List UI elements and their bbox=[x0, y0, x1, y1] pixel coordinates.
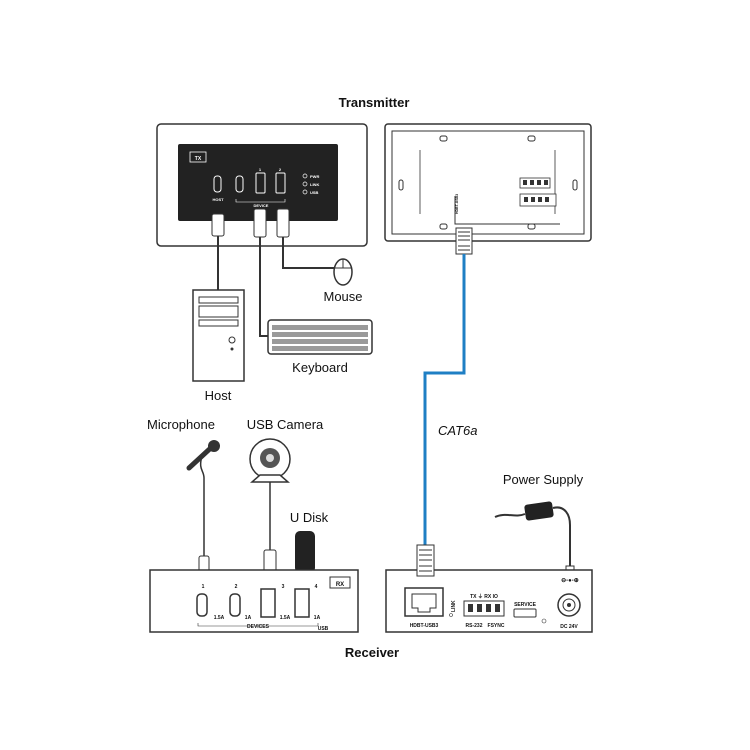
device-usb-a-port-2 bbox=[275, 172, 286, 194]
rx-hdbt-label: HDBT-USB3 bbox=[410, 623, 439, 629]
power-supply-icon bbox=[494, 501, 575, 577]
keyboard-usb-plug bbox=[253, 208, 268, 337]
rx-service-port bbox=[513, 608, 537, 618]
usb-camera-icon bbox=[249, 438, 291, 550]
rx-rs232-label: RS-232 bbox=[466, 623, 483, 629]
microphone-label: Microphone bbox=[147, 417, 215, 432]
usb-led-icon bbox=[302, 189, 308, 195]
tx-wall-plate-front: TX HOST 1 2 DEVICE PWR LINK USB bbox=[156, 123, 368, 247]
rx-service-label: SERVICE bbox=[514, 602, 537, 608]
rx-port-3-current: 1.5A bbox=[280, 615, 291, 621]
receiver-left-panel: RX 1 2 3 4 1.5A 1A 1.5A 1A DEVICES USB bbox=[149, 569, 359, 633]
microphone-icon bbox=[186, 440, 220, 556]
power-supply-label: Power Supply bbox=[503, 472, 584, 487]
tx-led-pwr-label: PWR bbox=[310, 174, 319, 179]
rx-usb-a-port-4 bbox=[294, 588, 310, 618]
rx-usb-c-port-2 bbox=[229, 593, 241, 617]
link-led-icon bbox=[302, 181, 308, 187]
tx-back-hdbt-label: HDBT-USB3 bbox=[455, 194, 459, 214]
host-connection bbox=[211, 213, 225, 290]
rx-power-led-icon bbox=[541, 618, 547, 624]
rx-dc-label: DC 24V bbox=[560, 624, 578, 630]
u-disk-label: U Disk bbox=[290, 510, 329, 525]
tx-port-1-label: 1 bbox=[259, 167, 262, 172]
rx-usb-c-port-1 bbox=[196, 593, 208, 617]
mouse-label: Mouse bbox=[323, 289, 362, 304]
rx-terminal-top-label: TX ⏚ RX IO bbox=[470, 593, 498, 600]
keyboard-icon bbox=[267, 319, 373, 355]
rx-link-label: LINK bbox=[451, 600, 457, 612]
cat6a-cable bbox=[423, 254, 466, 545]
rx-port-2-number: 2 bbox=[235, 584, 238, 590]
dc-polarity-icon: ⊖-●-⊕ bbox=[561, 578, 579, 584]
tx-led-link-label: LINK bbox=[310, 182, 319, 187]
mouse-usb-plug bbox=[276, 208, 335, 269]
rx-devices-label: DEVICES bbox=[247, 624, 270, 630]
rx-port-3-number: 3 bbox=[282, 584, 285, 590]
device-usb-c-port bbox=[235, 175, 244, 193]
rx-fsync-label: FSYNC bbox=[488, 623, 505, 629]
mouse-icon bbox=[333, 258, 353, 286]
tx-badge: TX bbox=[195, 156, 202, 162]
transmitter-title: Transmitter bbox=[339, 95, 410, 110]
receiver-title: Receiver bbox=[345, 645, 399, 660]
receiver-right-panel: HDBT-USB3 LINK TX ⏚ RX IO RS-232 FSYNC S… bbox=[385, 569, 593, 633]
tx-port-2-label: 2 bbox=[279, 167, 282, 172]
rx-hdbt-port bbox=[404, 587, 444, 617]
rx-usb-a-port-3 bbox=[260, 588, 276, 618]
rx-badge: RX bbox=[336, 582, 344, 588]
rx-port-4-current: 1A bbox=[314, 615, 321, 621]
host-label: Host bbox=[205, 388, 232, 403]
rx-usb-label: USB bbox=[318, 626, 329, 632]
keyboard-label: Keyboard bbox=[292, 360, 348, 375]
rx-link-led-icon bbox=[449, 613, 453, 617]
device-usb-a-port-1 bbox=[255, 172, 266, 194]
power-led-icon bbox=[302, 173, 308, 179]
host-port-label: HOST bbox=[212, 197, 224, 202]
cable-label: CAT6a bbox=[438, 423, 478, 438]
rx-port-2-current: 1A bbox=[245, 615, 252, 621]
host-computer-icon bbox=[192, 289, 245, 382]
rx-terminal-block bbox=[463, 600, 505, 617]
host-usb-c-port bbox=[213, 175, 222, 193]
usb-camera-label: USB Camera bbox=[247, 417, 324, 432]
rx-port-1-number: 1 bbox=[202, 584, 205, 590]
rx-port-1-current: 1.5A bbox=[214, 615, 225, 621]
tx-wall-plate-back: HDBT-USB3 bbox=[384, 123, 592, 255]
tx-led-usb-label: USB bbox=[310, 190, 319, 195]
tx-device-label: DEVICE bbox=[254, 203, 269, 208]
rx-port-4-number: 4 bbox=[315, 584, 318, 590]
